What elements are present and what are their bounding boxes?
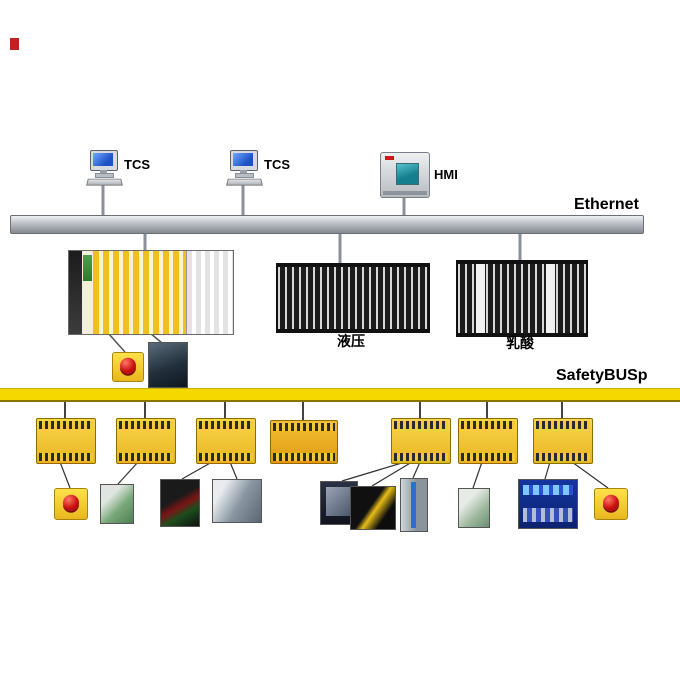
- rack-blank-slot: [546, 264, 555, 333]
- hmi-label: HMI: [434, 167, 458, 182]
- safety-gateway-module: [270, 420, 338, 464]
- emergency-stop-icon: [594, 488, 628, 520]
- safety-io-module: [116, 418, 176, 464]
- scada-screen-photo: [518, 479, 578, 529]
- sensor-column-photo: [400, 478, 428, 532]
- safetybus-bus: [0, 388, 680, 402]
- safety-io-module: [36, 418, 96, 464]
- robot-cell-photo: [350, 486, 396, 530]
- keyboard-icon: [86, 178, 123, 186]
- rack-blank-slot: [476, 264, 485, 333]
- tcs-label-1: TCS: [124, 157, 150, 172]
- ethernet-bus: [10, 215, 644, 234]
- tcs-workstation-icon: [86, 150, 123, 186]
- monitor-base: [235, 173, 254, 178]
- monitor-stand: [100, 170, 107, 173]
- hmi-foot: [383, 191, 427, 195]
- hmi-screen: [396, 163, 419, 185]
- safetybus-label: SafetyBUSp: [556, 367, 648, 384]
- light-curtain-photo: [458, 488, 490, 528]
- ethernet-label: Ethernet: [574, 196, 639, 213]
- keyboard-icon: [226, 178, 263, 186]
- industrial-photo: [148, 342, 188, 388]
- hmi-logo: [385, 156, 394, 160]
- rack-lactic-label: 乳酸: [506, 335, 534, 351]
- monitor-screen: [233, 153, 253, 166]
- machine-photo: [212, 479, 262, 523]
- monitor-stand: [240, 170, 247, 173]
- safety-io-module: [391, 418, 451, 464]
- safety-io-module: [533, 418, 593, 464]
- safety-io-module: [196, 418, 256, 464]
- emergency-stop-icon: [54, 488, 88, 520]
- monitor-screen: [93, 153, 113, 166]
- tcs-workstation-icon: [226, 150, 263, 186]
- corner-mark: [10, 38, 19, 50]
- rack-io-slats: [93, 251, 187, 334]
- monitor-base: [95, 173, 114, 178]
- tcs-label-2: TCS: [264, 157, 290, 172]
- light-curtain-photo: [100, 484, 134, 524]
- rack-cpu-module: [83, 255, 92, 281]
- plc-rack-lactic: [456, 260, 588, 337]
- safety-plc-rack: [68, 250, 234, 335]
- rack-power-module: [69, 251, 82, 334]
- rack-expansion-slats: [186, 251, 233, 334]
- plc-rack-hydraulic: [276, 263, 430, 333]
- machine-photo: [160, 479, 200, 527]
- rack-hydraulic-label: 液压: [337, 333, 365, 349]
- emergency-stop-icon: [112, 352, 144, 382]
- hmi-device-icon: [380, 152, 430, 198]
- safety-io-module: [458, 418, 518, 464]
